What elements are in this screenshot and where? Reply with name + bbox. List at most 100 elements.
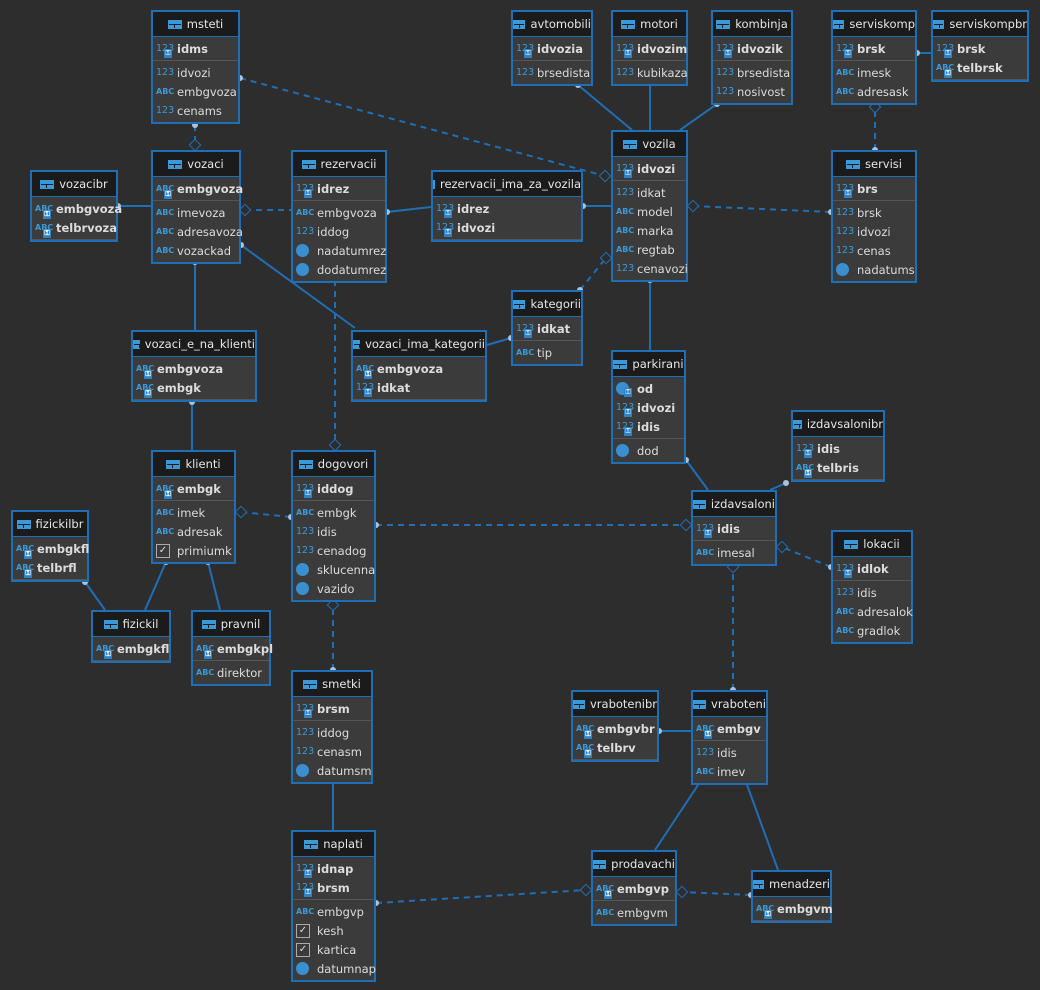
entity-header[interactable]: kategorii: [513, 292, 581, 317]
entity-header[interactable]: avtomobili: [513, 12, 591, 37]
non-identifying-relationship-link[interactable]: [579, 257, 607, 291]
entity-header[interactable]: msteti: [153, 12, 238, 37]
entity-header[interactable]: vozaci_ima_kategorii: [353, 332, 485, 357]
entity-header[interactable]: pravnil: [193, 612, 269, 637]
column-row[interactable]: 123⚿idkat: [353, 378, 485, 397]
entity-header[interactable]: dogovori: [293, 452, 374, 477]
entity-servisi[interactable]: servisi123⚿brs123brsk123idvozi123cenasna…: [831, 150, 917, 283]
entity-header[interactable]: vozila: [613, 132, 686, 157]
non-identifying-relationship-link[interactable]: [375, 889, 587, 904]
column-row[interactable]: 123⚿idvozim: [613, 39, 687, 58]
column-row[interactable]: 123⚿idkat: [513, 319, 581, 338]
column-row[interactable]: 123⚿idrez: [433, 199, 581, 218]
identifying-relationship-link[interactable]: [745, 781, 779, 871]
column-row[interactable]: 123⚿idvozia: [513, 39, 591, 58]
column-row[interactable]: ABC⚿telbrvoza: [32, 218, 117, 238]
column-row[interactable]: ABC⚿embgvp: [593, 879, 675, 899]
column-row[interactable]: ABC⚿embgvoza: [32, 199, 122, 219]
column-row[interactable]: dodatumrez: [293, 260, 386, 279]
column-row[interactable]: primiumk: [153, 541, 234, 560]
entity-header[interactable]: kombinja: [713, 12, 791, 37]
identifying-relationship-link[interactable]: [207, 561, 221, 611]
identifying-relationship-link[interactable]: [679, 103, 718, 131]
entity-header[interactable]: menadzeri: [753, 872, 830, 897]
entity-header[interactable]: vozaci_e_na_klienti: [133, 332, 255, 357]
column-row[interactable]: 123⚿idvozi: [433, 218, 581, 237]
entity-rezervacii[interactable]: rezervacii123⚿idrezABCembgvoza123iddogna…: [291, 150, 387, 283]
column-row[interactable]: sklucenna: [293, 560, 375, 579]
column-row[interactable]: 123⚿brsk: [833, 39, 915, 58]
identifying-relationship-link[interactable]: [386, 206, 432, 213]
column-row[interactable]: kartica: [293, 940, 374, 959]
entity-header[interactable]: vrabotenibr: [573, 692, 657, 717]
entity-vozaci-ima-kategorii[interactable]: vozaci_ima_kategoriiABC⚿embgvoza123⚿idka…: [351, 330, 487, 402]
column-row[interactable]: ABC⚿embgvoza: [153, 179, 243, 199]
entity-rezervacii-ima-za-vozila[interactable]: rezervacii_ima_za_vozila 123⚿idrez123⚿idv…: [431, 170, 583, 242]
column-row[interactable]: ABC⚿embgkpl: [193, 639, 273, 659]
identifying-relationship-link[interactable]: [654, 781, 701, 851]
entity-header[interactable]: lokacii: [833, 532, 911, 557]
column-row[interactable]: 123⚿brs: [833, 179, 915, 198]
column-row[interactable]: ABC⚿telbrfl: [13, 558, 87, 578]
column-row[interactable]: ABC⚿embgvbr: [573, 719, 657, 739]
identifying-relationship-link[interactable]: [144, 561, 167, 611]
column-row[interactable]: ABC⚿embgvoza: [353, 359, 485, 379]
entity-header[interactable]: vraboteni: [693, 692, 766, 717]
column-row[interactable]: ABC⚿telbrv: [573, 738, 657, 758]
column-row[interactable]: ABC⚿telbrsk: [933, 58, 1027, 78]
entity-header[interactable]: serviskomp: [833, 12, 915, 37]
entity-header[interactable]: servisi: [833, 152, 915, 177]
entity-header[interactable]: rezervacii: [293, 152, 385, 177]
column-row[interactable]: ABC⚿embgvm: [753, 899, 833, 919]
column-row[interactable]: ABC⚿telbris: [793, 458, 883, 478]
entity-vozila[interactable]: vozila123⚿idvozi123idkatABCmodelABCmarka…: [611, 130, 688, 282]
entity-msteti[interactable]: msteti123⚿idms123idvoziABCembgvoza123cen…: [151, 10, 240, 124]
identifying-relationship-link[interactable]: [577, 84, 633, 131]
column-row[interactable]: dod: [613, 441, 684, 460]
column-row[interactable]: 123⚿idis: [613, 417, 684, 436]
column-row[interactable]: 123⚿idvozik: [713, 39, 791, 58]
column-row[interactable]: 123⚿idis: [793, 439, 883, 458]
entity-header[interactable]: parkirani: [613, 352, 684, 377]
identifying-relationship-link[interactable]: [685, 459, 709, 491]
non-identifying-relationship-link[interactable]: [681, 891, 752, 896]
entity-header[interactable]: vozaci: [153, 152, 239, 177]
entity-lokacii[interactable]: lokacii123⚿idlok123idisABCadresalokABCgr…: [831, 530, 913, 644]
entity-header[interactable]: rezervacii_ima_za_vozila: [432, 172, 581, 197]
column-row[interactable]: datumsm: [293, 761, 372, 780]
